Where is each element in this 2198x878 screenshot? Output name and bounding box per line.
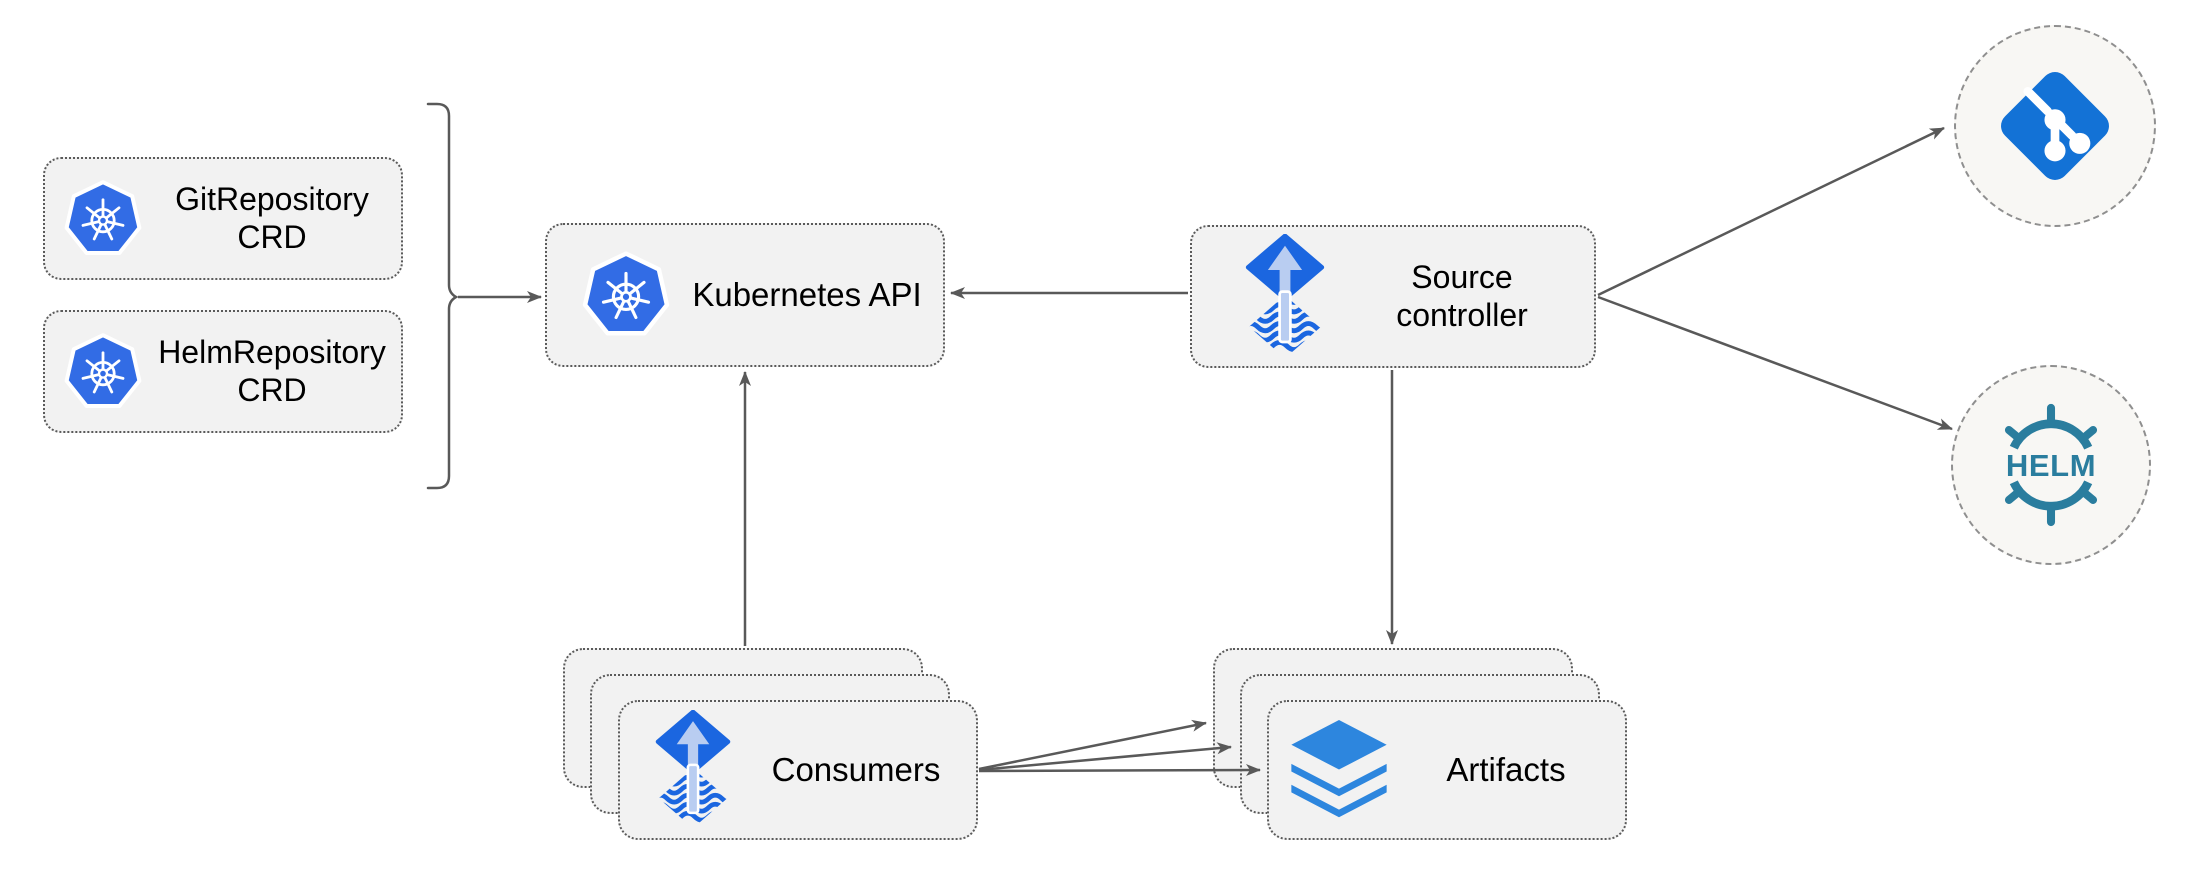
node-helmrepository-crd: HelmRepository CRD: [43, 310, 403, 433]
arrow-source-controller-to-helm: [1597, 295, 1953, 431]
arrow-consumers-to-artifacts-2: [978, 742, 1232, 772]
kubernetes-icon: [64, 179, 142, 255]
node-source-controller: Source controller: [1190, 225, 1596, 368]
node-label: Kubernetes API: [692, 275, 922, 313]
crd-grouping-bracket: [426, 102, 459, 490]
node-label: HelmRepository CRD: [158, 333, 386, 408]
flux-icon: [655, 710, 731, 823]
arrow-consumers-to-artifacts-1: [978, 719, 1207, 771]
node-label: GitRepository CRD: [175, 180, 369, 255]
node-consumers: Consumers: [618, 700, 978, 840]
kubernetes-icon: [582, 251, 670, 336]
node-label: Artifacts: [1446, 750, 1566, 788]
node-artifacts: Artifacts: [1267, 700, 1627, 840]
node-gitrepository-crd: GitRepository CRD: [43, 157, 403, 280]
flux-icon: [1245, 233, 1325, 352]
helm-icon: HELM: [2004, 403, 2098, 527]
arrow-source-controller-to-git: [1597, 126, 1945, 297]
node-label: Consumers: [771, 750, 941, 788]
node-kubernetes-api: Kubernetes API: [545, 223, 945, 367]
git-icon: [2001, 72, 2109, 180]
kubernetes-icon: [64, 332, 142, 408]
layers-icon: [1291, 719, 1387, 817]
node-helm-endpoint: HELM: [1951, 365, 2151, 565]
node-git-endpoint: [1954, 25, 2156, 227]
helm-wordmark: HELM: [2006, 448, 2096, 483]
node-label: Source controller: [1396, 258, 1528, 333]
